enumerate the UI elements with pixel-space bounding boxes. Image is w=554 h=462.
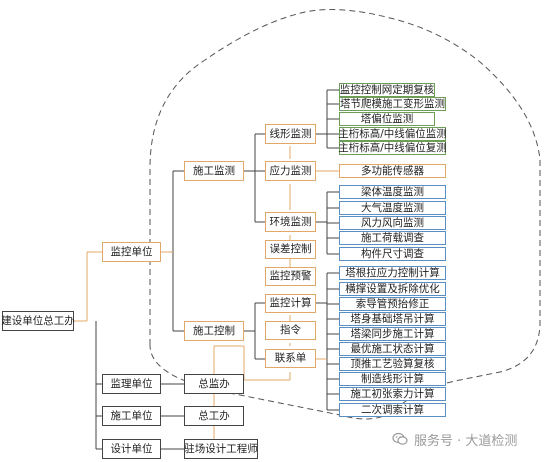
node-instruction: 指令: [265, 321, 316, 340]
calculation-item: 塔梁同步施工计算: [339, 327, 446, 341]
calculation-item: 制造线形计算: [339, 372, 446, 386]
alignment-item: 主桁标高/中线偏位监测: [338, 127, 447, 141]
watermark-text: 服务号 · 大道检测: [414, 433, 518, 449]
environment-item: 大气温度监测: [339, 201, 446, 215]
node-chief-engineer-office: 总工办: [184, 406, 244, 426]
node-environment-monitoring: 环境监测: [265, 212, 316, 232]
node-chief-supervisor: 总监办: [184, 374, 244, 394]
environment-item: 风力风向监测: [339, 216, 446, 230]
node-onsite-design-engineer: 驻场设计工程师: [184, 439, 258, 459]
calculation-item: 横撑设置及拆除优化: [339, 282, 446, 296]
calculation-item: 塔根拉应力控制计算: [339, 266, 446, 280]
node-error-control: 误差控制: [265, 240, 316, 259]
root-node: 建设单位总工办: [1, 311, 75, 331]
dashed-outline: [149, 9, 541, 420]
node-monitor-unit: 监控单位: [102, 242, 161, 262]
node-monitoring-warning: 监控预警: [265, 267, 316, 286]
node-construction-unit: 施工单位: [102, 406, 161, 426]
alignment-item: 塔节爬模施工变形监测: [339, 97, 446, 111]
environment-item: 梁体温度监测: [339, 185, 446, 199]
node-construction-monitoring: 施工监测: [184, 161, 244, 181]
calculation-item: 塔身基础塔吊计算: [339, 312, 446, 326]
alignment-item: 监控控制网定期复核: [339, 83, 435, 97]
environment-item: 施工荷载调查: [339, 231, 446, 245]
alignment-item: 塔偏位监测: [339, 112, 435, 126]
alignment-item: 主桁标高/中线偏位复测: [338, 141, 447, 155]
node-alignment-monitoring: 线形监测: [265, 124, 316, 144]
calculation-item: 二次调索计算: [339, 403, 446, 417]
watermark: 服务号 · 大道检测: [392, 429, 517, 449]
stress-item: 多功能传感器: [339, 164, 446, 178]
calculation-item: 施工初张索力计算: [339, 387, 446, 401]
environment-item: 构件尺寸调查: [339, 247, 446, 261]
node-construction-control: 施工控制: [184, 321, 244, 341]
node-supervision-unit: 监理单位: [102, 374, 161, 394]
node-stress-monitoring: 应力监测: [265, 161, 316, 181]
wechat-icon: [392, 432, 408, 445]
calculation-item: 最优施工状态计算: [339, 342, 446, 356]
calculation-item: 顶推工艺验算复核: [339, 357, 446, 371]
node-design-unit: 设计单位: [102, 439, 161, 459]
node-monitoring-calculation: 监控计算: [265, 294, 316, 313]
calculation-item: 索导管预抬修正: [339, 297, 446, 311]
node-contact-sheet: 联系单: [265, 349, 316, 368]
